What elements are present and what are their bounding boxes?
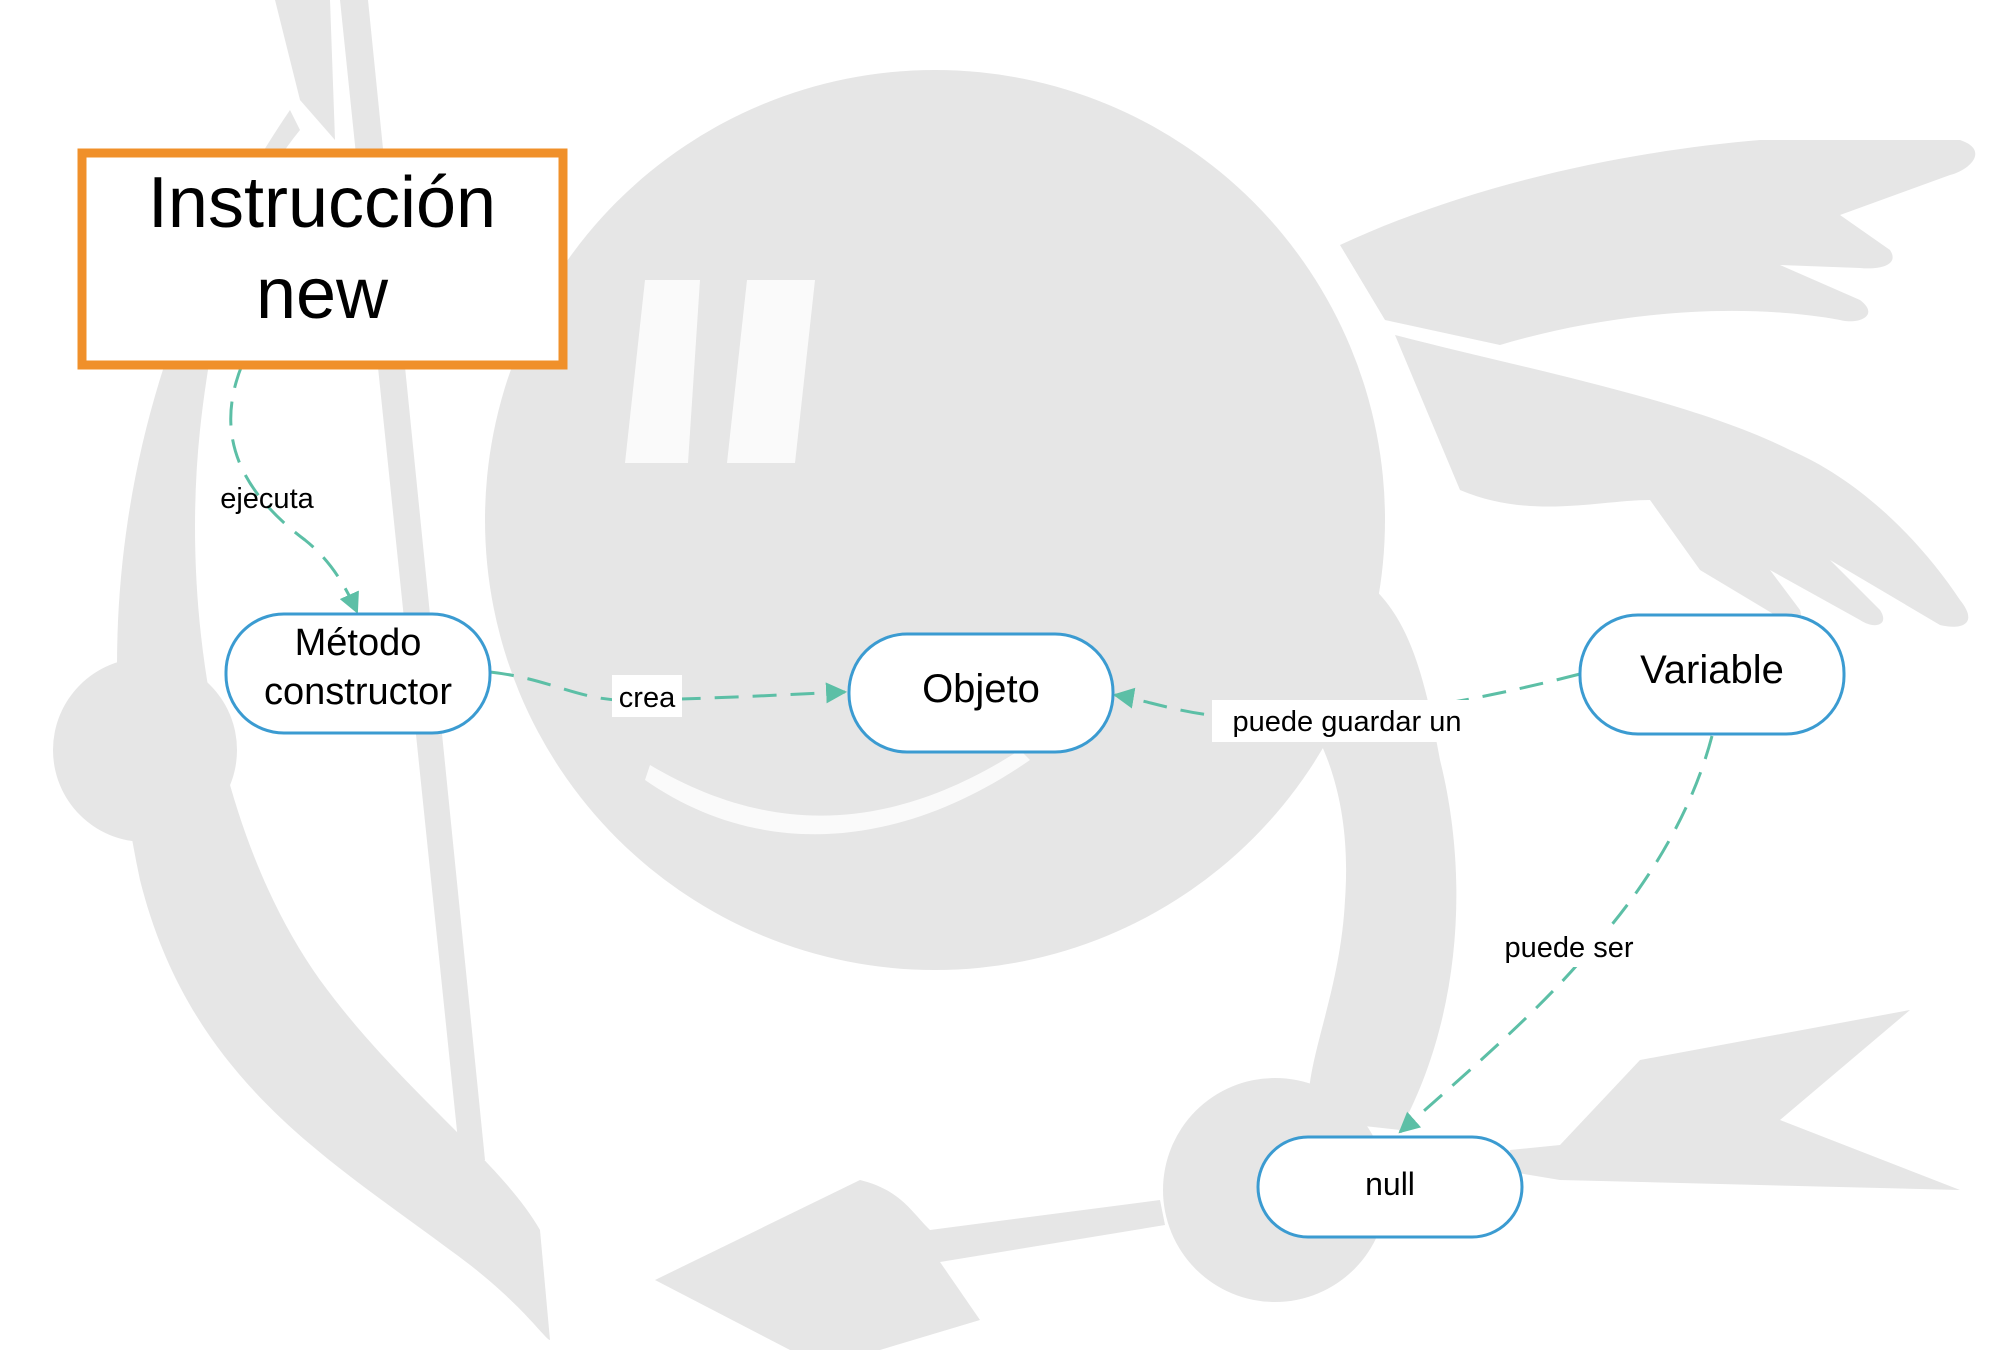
node-null[interactable]: null [1256, 1135, 1524, 1239]
edge-label-puede-ser: puede ser [1505, 932, 1634, 964]
node-metodo-constructor-line1: Método [295, 622, 422, 664]
edge-label-puede-guardar: puede guardar un [1233, 706, 1462, 738]
edge-puede-guardar [1112, 672, 1581, 720]
node-instruccion-new[interactable]: Instrucción new [77, 148, 568, 370]
node-metodo-constructor[interactable]: Método constructor [224, 612, 492, 735]
edge-labels: ejecuta crea puede guardar un puede ser [220, 483, 1650, 967]
edge-label-ejecuta: ejecuta [220, 483, 314, 515]
node-instruccion-new-line1: Instrucción [148, 163, 496, 243]
node-objeto-label: Objeto [922, 667, 1040, 711]
watermark-cupid-image [53, 0, 1976, 1350]
node-variable[interactable]: Variable [1578, 613, 1846, 736]
node-objeto[interactable]: Objeto [847, 632, 1115, 754]
node-metodo-constructor-line2: constructor [264, 671, 452, 713]
edge-ejecuta [229, 364, 359, 614]
node-instruccion-new-line2: new [256, 254, 389, 334]
node-variable-label: Variable [1640, 648, 1784, 692]
edge-label-crea: crea [619, 682, 676, 714]
node-null-label: null [1365, 1166, 1415, 1202]
